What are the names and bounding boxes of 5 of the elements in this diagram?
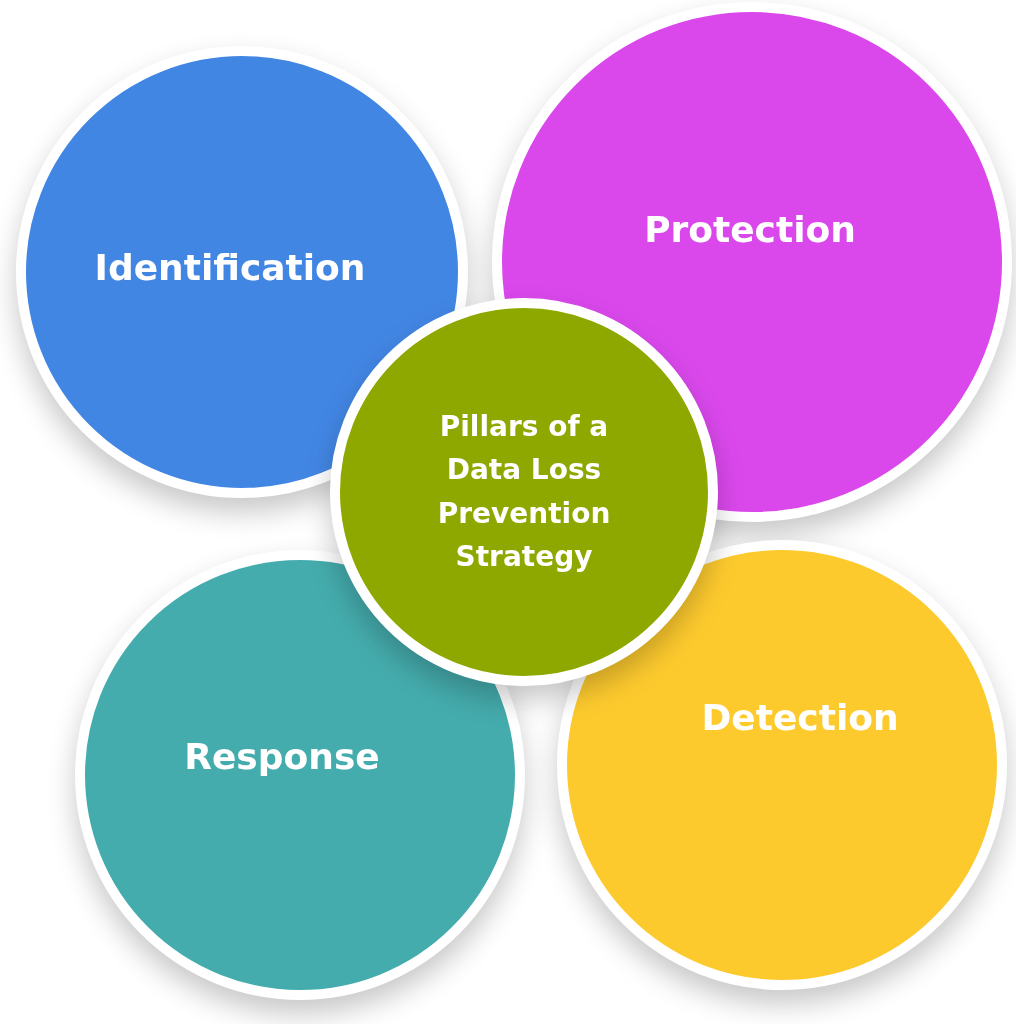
- pillar-label: Response: [183, 735, 381, 779]
- pillar-label: Protection: [643, 208, 857, 252]
- pillar-label: Identification: [93, 246, 367, 290]
- pillar-label: Detection: [700, 696, 900, 740]
- center-title: Pillars of a Data Loss Prevention Strategy: [436, 409, 612, 576]
